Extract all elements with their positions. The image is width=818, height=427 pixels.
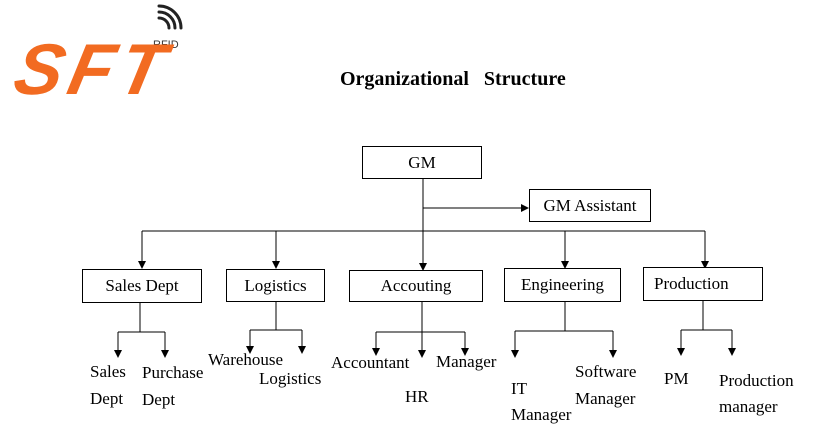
node-sales-dept: Sales Dept — [82, 269, 202, 303]
leaf-purchase-dept-line1: Purchase — [142, 363, 204, 382]
leaf-logistics: Logistics — [259, 369, 322, 388]
leaf-sales-dept-line2: Dept — [90, 389, 124, 408]
leaf-sales-dept-line1: Sales — [90, 362, 126, 381]
leaf-hr: HR — [405, 387, 429, 406]
node-gm: GM — [362, 146, 482, 179]
leaf-production-manager-line1: Production — [719, 371, 794, 390]
node-engineering: Engineering — [504, 268, 621, 302]
leaf-it-manager-line2: Manager — [511, 405, 572, 424]
leaf-it-manager-line1: IT — [511, 379, 528, 398]
page-title: Organizational Structure — [340, 68, 566, 90]
node-accounting: Accouting — [349, 270, 483, 302]
logo-rfid-tag: RFID — [153, 39, 179, 51]
leaf-manager: Manager — [436, 352, 497, 371]
leaf-pm: PM — [664, 369, 689, 388]
leaf-software-manager-line2: Manager — [575, 389, 636, 408]
node-production: Production — [643, 267, 763, 301]
leaf-software-manager-line1: Software — [575, 362, 637, 381]
wireless-signal-icon — [157, 4, 183, 30]
leaf-purchase-dept-line2: Dept — [142, 390, 176, 409]
leaf-warehouse: Warehouse — [208, 350, 284, 369]
leaf-production-manager-line2: manager — [719, 397, 778, 416]
node-logistics: Logistics — [226, 269, 325, 302]
sft-rfid-logo: RFID SFT — [8, 4, 183, 104]
leaf-accountant: Accountant — [331, 353, 410, 372]
node-gm-assistant: GM Assistant — [529, 189, 651, 222]
logo-wordmark: SFT — [8, 30, 179, 104]
